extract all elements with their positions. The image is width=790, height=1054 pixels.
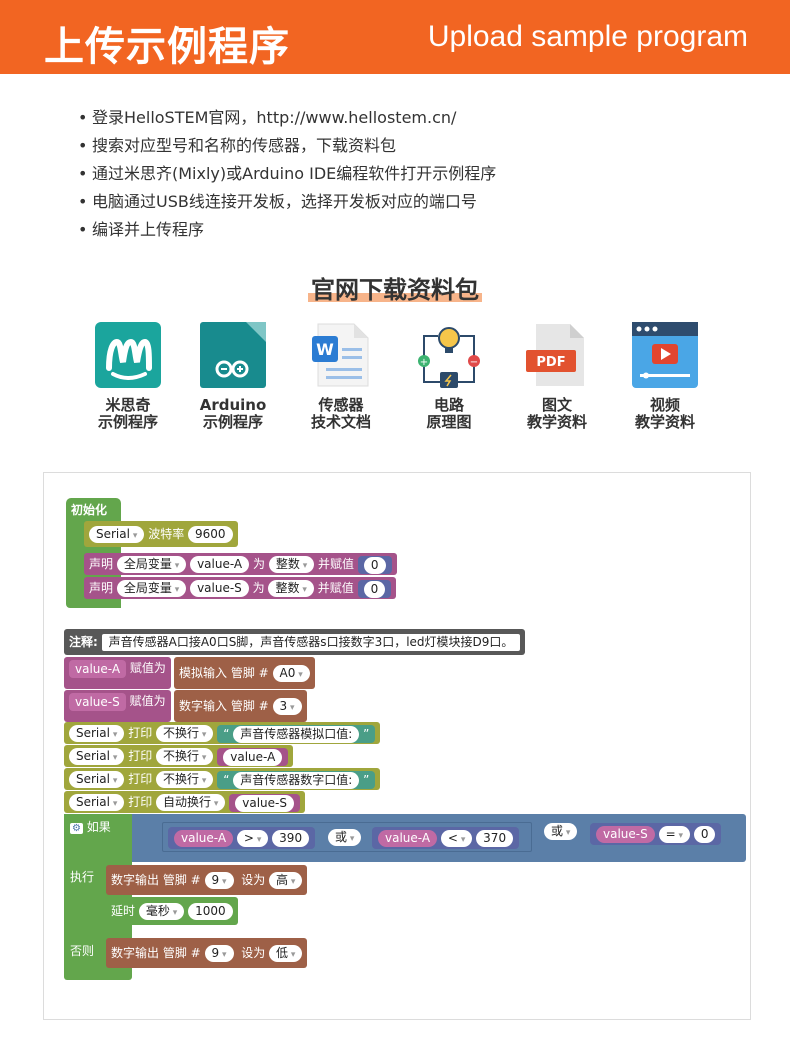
pdf-icon: PDF <box>524 322 590 388</box>
page-header: 上传示例程序 Upload sample program <box>0 0 790 74</box>
comment-block[interactable]: 注释: 声音传感器A口接A0口S脚，声音传感器s口接数字3口，led灯模块接D9… <box>64 629 526 655</box>
declare-value-a-block[interactable]: 声明 全局变量 value-A 为 整数 并赋值 0 <box>84 553 397 575</box>
print-string-s-block[interactable]: Serial 打印 不换行 “ 声音传感器数字口值: ” <box>64 768 381 790</box>
delay-block[interactable]: 延时 毫秒 1000 <box>106 897 238 925</box>
download-video[interactable]: 视频教学资料 <box>610 322 720 431</box>
print-value-a-block[interactable]: Serial 打印 不换行 value-A <box>64 745 294 767</box>
step-item: 编译并上传程序 <box>78 216 496 244</box>
step-item: 登录HelloSTEM官网，http://www.hellostem.cn/ <box>78 104 496 132</box>
digital-write-high-block[interactable]: 数字输出 管脚 # 9 设为 高 <box>106 865 308 895</box>
steps-list: 登录HelloSTEM官网，http://www.hellostem.cn/ 搜… <box>78 104 496 244</box>
step-item: 通过米思齐(Mixly)或Arduino IDE编程软件打开示例程序 <box>78 160 496 188</box>
video-icon <box>632 322 698 388</box>
download-pdf[interactable]: PDF 图文教学资料 <box>502 322 612 431</box>
svg-text:W: W <box>316 340 334 359</box>
assign-value-a-block[interactable]: value-A 赋值为 <box>64 657 171 689</box>
word-doc-icon: W <box>308 322 374 388</box>
declare-value-s-block[interactable]: 声明 全局变量 value-S 为 整数 并赋值 0 <box>84 577 397 599</box>
step-item: 电脑通过USB线连接开发板，选择开发板对应的端口号 <box>78 188 496 216</box>
svg-text:+: + <box>420 357 428 368</box>
digital-write-low-block[interactable]: 数字输出 管脚 # 9 设为 低 <box>106 938 308 968</box>
arduino-icon <box>200 322 266 388</box>
or-condition-block[interactable]: value-A > 390 或 value-A < 370 或 value-S … <box>132 814 746 862</box>
page-title: 上传示例程序 <box>44 24 290 70</box>
svg-text:PDF: PDF <box>536 355 565 370</box>
circuit-icon: +− <box>416 322 482 388</box>
compare-s-eq[interactable]: value-S = 0 <box>590 823 722 845</box>
download-sensor-doc[interactable]: W 传感器技术文档 <box>286 322 396 431</box>
analog-read-block[interactable]: 模拟输入 管脚 # A0 <box>174 657 315 689</box>
print-string-a-block[interactable]: Serial 打印 不换行 “ 声音传感器模拟口值: ” <box>64 722 381 744</box>
download-circuit[interactable]: +− 电路原理图 <box>394 322 504 431</box>
serial-baud-block[interactable]: Serial 波特率 9600 <box>84 521 238 547</box>
download-mixly[interactable]: 米思奇示例程序 <box>73 322 183 431</box>
page-title-english: Upload sample program <box>427 20 748 53</box>
mixly-icon <box>95 322 161 388</box>
blockly-code-panel: 初始化 Serial 波特率 9600 声明 全局变量 value-A 为 整数… <box>43 472 751 1020</box>
assign-value-s-block[interactable]: value-S 赋值为 <box>64 690 171 722</box>
compare-a-lt[interactable]: value-A < 370 <box>372 827 520 849</box>
print-value-s-block[interactable]: Serial 打印 自动换行 value-S <box>64 791 305 813</box>
download-section-title: 官网下载资料包 <box>0 270 790 305</box>
compare-a-gt[interactable]: value-A > 390 <box>168 827 316 849</box>
digital-read-block[interactable]: 数字输入 管脚 # 3 <box>174 690 307 722</box>
svg-text:−: − <box>470 357 478 368</box>
step-item: 搜索对应型号和名称的传感器，下载资料包 <box>78 132 496 160</box>
